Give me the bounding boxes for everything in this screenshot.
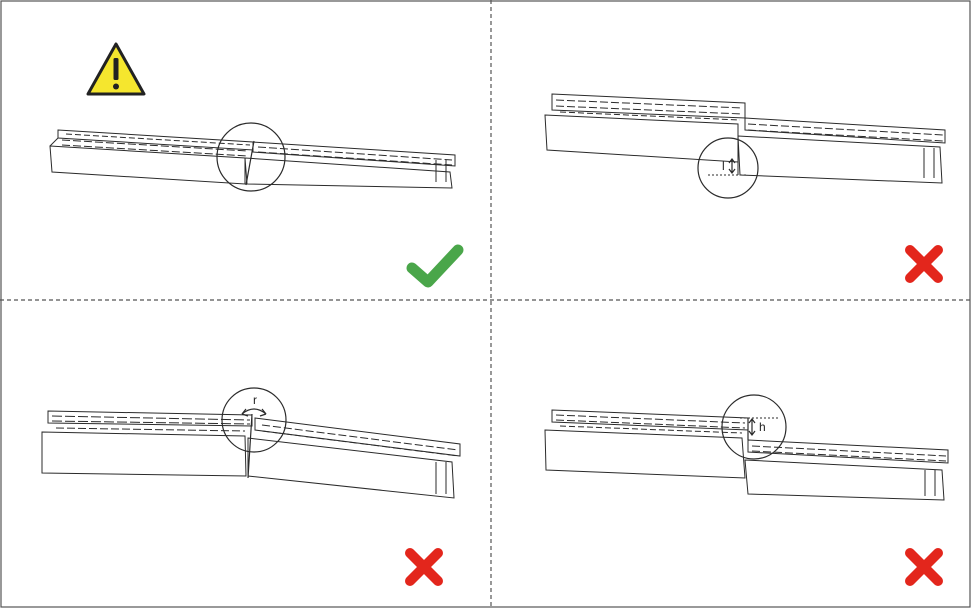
rail-right [737,117,946,184]
callout-label: h [759,420,766,434]
panel-offset-length: l [544,93,946,283]
panel-offset-height: h [544,394,949,586]
detail-circle [216,122,286,192]
rail-left [41,410,253,477]
cross-icon [905,548,943,586]
detail-circle [221,387,287,453]
rail-right [244,141,456,189]
rail-left [544,409,749,479]
cross-icon [405,548,443,586]
cross-icon [905,245,943,283]
length-arrow [728,158,736,174]
rail-right [247,417,461,499]
check-icon [406,244,464,288]
callout-label: l [722,159,725,173]
rotation-arrow [241,408,267,415]
panel-rotated: r [41,387,461,586]
panel-aligned [49,42,464,288]
warning-icon [86,42,146,96]
rail-right [744,439,949,501]
rail-left [544,93,746,163]
callout-label: r [253,393,257,407]
detail-circle [721,394,787,460]
height-arrow [748,418,756,436]
detail-circle [697,137,759,199]
rail-left [49,129,254,185]
